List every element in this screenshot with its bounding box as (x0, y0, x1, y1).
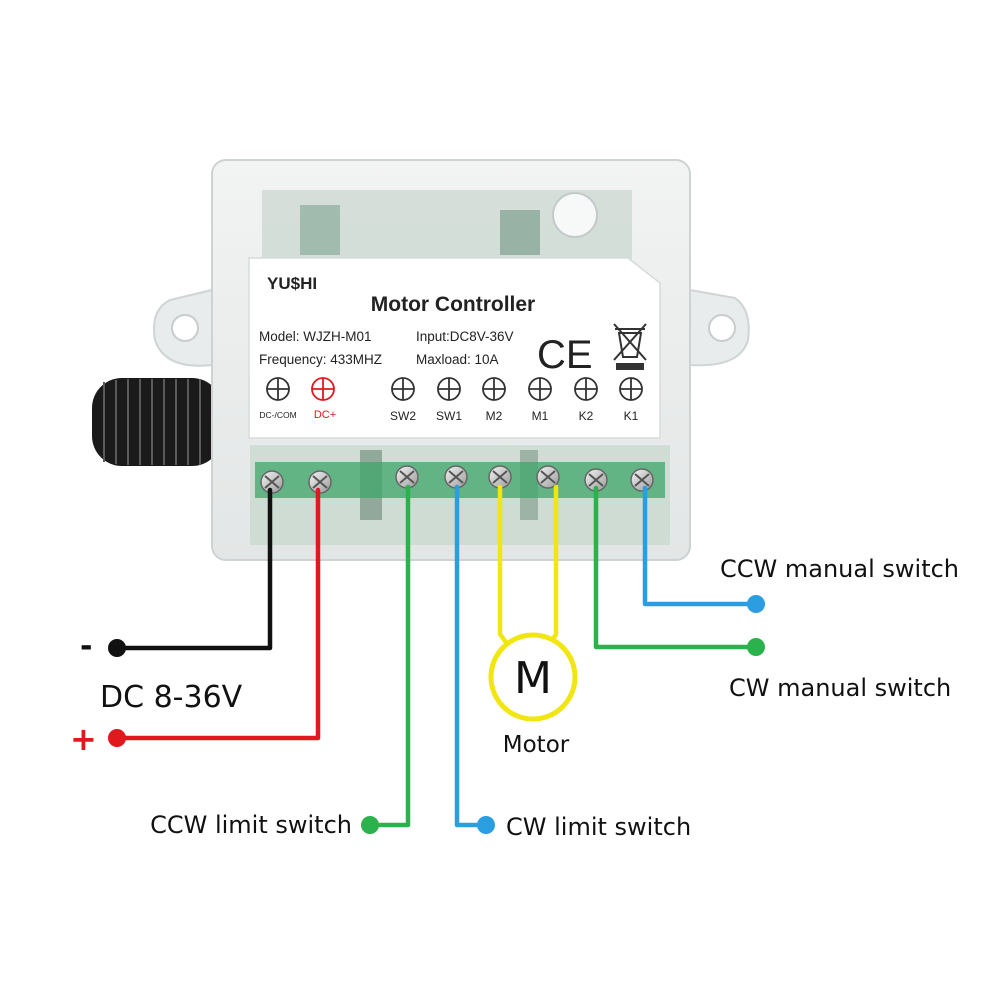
product-label: YU$HI Motor Controller Model: WJZH-M01 I… (248, 257, 661, 439)
negative-sign: - (80, 629, 92, 664)
terminal-screws (260, 465, 654, 494)
terminal-label-m1: M1 (532, 409, 549, 423)
screw-sw2 (395, 465, 419, 489)
endpoint-ccw-manual (747, 595, 765, 613)
brand-name: YU$HI (267, 274, 317, 293)
endpoint-cw-manual (747, 638, 765, 656)
terminal-marker-k1: K1 (619, 377, 643, 423)
terminal-marker-dc-com: DC-/COM (259, 377, 297, 420)
weee-bin-icon (613, 323, 647, 370)
terminal-marker-dc-plus: DC+ (311, 377, 336, 421)
maxload-text: Maxload: 10A (416, 352, 499, 367)
antenna-coil (92, 378, 222, 466)
screw-k1 (630, 468, 654, 492)
terminal-marker-sw2: SW2 (390, 377, 416, 423)
terminal-label-k2: K2 (579, 409, 594, 423)
power-label: DC 8-36V (100, 680, 243, 715)
positive-sign: + (70, 720, 97, 758)
terminal-marker-sw1: SW1 (436, 377, 462, 423)
terminal-marker-m1: M1 (528, 377, 552, 423)
wire-cw-limit (454, 484, 487, 828)
device-title: Motor Controller (371, 293, 535, 316)
motor-symbol: M (488, 632, 578, 722)
screw-dc-com (260, 470, 284, 494)
screw-sw1 (444, 465, 468, 489)
terminal-label-dc-com: DC-/COM (259, 410, 296, 420)
terminal-marker-k2: K2 (574, 377, 598, 423)
endpoint-positive (108, 729, 126, 747)
endpoint-ccw-limit (361, 816, 379, 834)
terminal-label-m2: M2 (486, 409, 503, 423)
terminal-markers: DC-/COM DC+ SW2 SW1 M2 (259, 377, 643, 423)
terminal-marker-m2: M2 (482, 377, 506, 423)
wire-ccw-limit (369, 484, 411, 828)
cw-limit-switch-label: CW limit switch (506, 813, 691, 841)
terminal-label-k1: K1 (624, 409, 639, 423)
terminal-label-dc-plus: DC+ (314, 409, 336, 421)
wire-positive (114, 487, 321, 741)
motor-letter: M (514, 653, 552, 704)
screw-m2 (488, 465, 512, 489)
input-text: Input:DC8V-36V (416, 329, 514, 344)
model-text: Model: WJZH-M01 (259, 329, 372, 344)
screw-m1 (536, 465, 560, 489)
terminal-label-sw2: SW2 (390, 409, 416, 423)
wire-endpoints (108, 595, 765, 834)
terminal-label-sw1: SW1 (436, 409, 462, 423)
cw-manual-switch-label: CW manual switch (729, 674, 951, 702)
endpoint-cw-limit (477, 816, 495, 834)
wire-ccw-manual (642, 485, 757, 607)
frequency-text: Frequency: 433MHZ (259, 352, 382, 367)
wire-cw-manual (593, 485, 757, 650)
motor-label: Motor (503, 732, 570, 758)
endpoint-negative (108, 639, 126, 657)
ccw-limit-switch-label: CCW limit switch (150, 811, 352, 839)
wire-negative (114, 487, 273, 651)
ccw-manual-switch-label: CCW manual switch (720, 555, 959, 583)
ce-mark: CE (537, 333, 593, 377)
